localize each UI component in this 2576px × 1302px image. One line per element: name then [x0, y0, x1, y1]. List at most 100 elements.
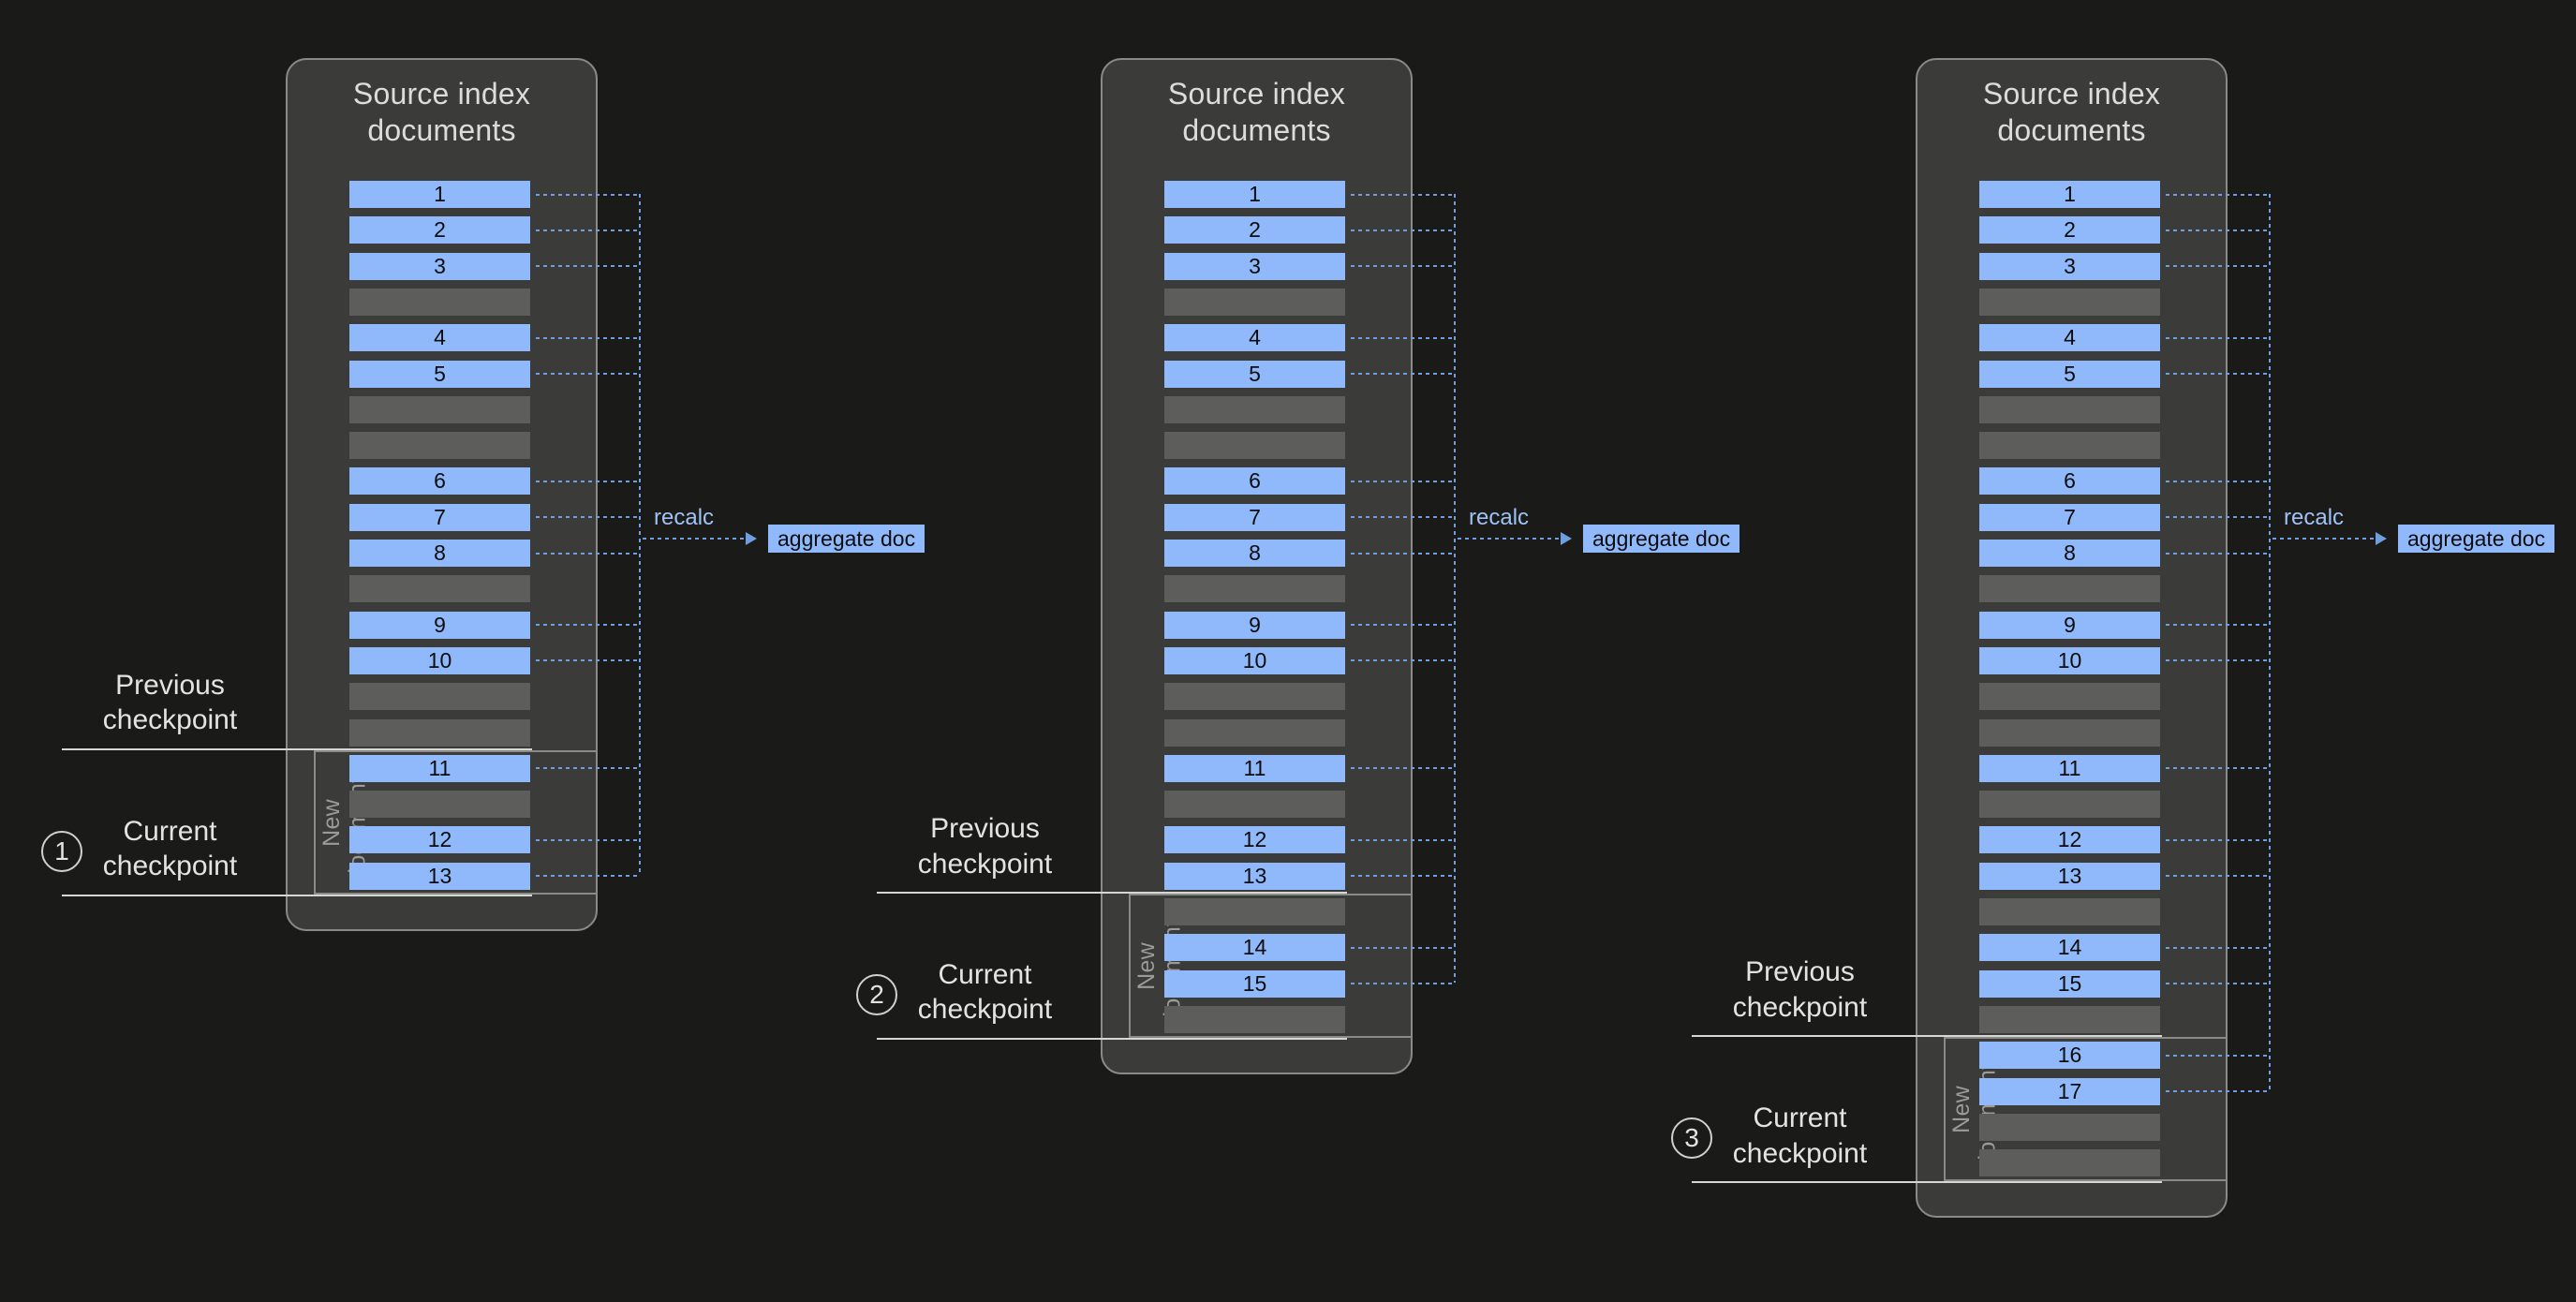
document-row: 2 — [1979, 216, 2160, 244]
empty-row — [1979, 1005, 2160, 1033]
document-row: 13 — [1979, 862, 2160, 890]
document-row: 5 — [349, 360, 530, 388]
connector-line — [2166, 193, 2269, 196]
previous-checkpoint-line-3 — [1692, 1035, 2162, 1038]
connector-line — [2166, 552, 2269, 555]
connector-line — [1351, 624, 1454, 627]
empty-row — [349, 432, 530, 460]
connector-line — [1351, 946, 1454, 949]
document-row: 5 — [1164, 360, 1345, 388]
connector-line — [1351, 373, 1454, 375]
stage-badge-2: 2 — [856, 973, 897, 1015]
connector-bus — [2269, 193, 2271, 1090]
connector-line — [2166, 336, 2269, 339]
connector-line — [1351, 265, 1454, 268]
document-row: 10 — [1164, 646, 1345, 674]
aggregate-doc-box-2: aggregate doc — [1583, 525, 1740, 553]
document-row: 15 — [1164, 969, 1345, 998]
document-row: 10 — [1979, 646, 2160, 674]
recalc-arrow-3 — [2273, 538, 2376, 540]
connector-line — [2166, 946, 2269, 949]
current-checkpoint-label-1: Current checkpoint — [102, 815, 238, 882]
empty-row — [1164, 683, 1345, 711]
connector-bus — [639, 193, 641, 876]
document-row: 4 — [1164, 324, 1345, 352]
connector-line — [1351, 767, 1454, 770]
connector-line — [2166, 480, 2269, 482]
connector-line — [2166, 373, 2269, 375]
empty-row — [1164, 718, 1345, 747]
document-row: 1 — [1979, 181, 2160, 208]
document-row: 3 — [1979, 252, 2160, 280]
current-checkpoint-line-3 — [1692, 1181, 2162, 1184]
recalc-arrow-2 — [1458, 538, 1561, 540]
panel-title-2: Source index documents — [1167, 77, 1346, 148]
connector-line — [1351, 875, 1454, 878]
document-row: 11 — [349, 754, 530, 782]
document-row: 13 — [1164, 862, 1345, 890]
connector-line — [1351, 193, 1454, 196]
document-row: 10 — [349, 646, 530, 674]
current-checkpoint-line-2 — [877, 1037, 1347, 1040]
recalc-arrowhead-2 — [1561, 532, 1572, 545]
connector-line — [1351, 552, 1454, 555]
connector-line — [536, 516, 639, 519]
stage-badge-1: 1 — [41, 830, 82, 872]
previous-checkpoint-label-2: Previous checkpoint — [917, 813, 1053, 880]
aggregate-doc-box-1: aggregate doc — [768, 525, 925, 553]
aggregate-doc-box-3: aggregate doc — [2398, 525, 2555, 553]
empty-row — [1979, 395, 2160, 423]
document-row: 16 — [1979, 1042, 2160, 1070]
document-row: 11 — [1164, 754, 1345, 782]
empty-row — [1164, 791, 1345, 819]
document-row: 17 — [1979, 1077, 2160, 1105]
connector-line — [536, 838, 639, 841]
document-row: 1 — [1164, 181, 1345, 208]
document-row: 9 — [1164, 611, 1345, 639]
connector-line — [1351, 480, 1454, 482]
stage-badge-3: 3 — [1671, 1117, 1712, 1160]
connector-line — [536, 767, 639, 770]
previous-checkpoint-label-3: Previous checkpoint — [1732, 956, 1868, 1023]
document-row: 8 — [1164, 540, 1345, 567]
empty-row — [1164, 898, 1345, 925]
empty-row — [349, 791, 530, 819]
recalc-label-1: recalc — [654, 505, 715, 530]
empty-row — [349, 395, 530, 423]
recalc-arrow-1 — [643, 538, 746, 540]
empty-row — [1979, 683, 2160, 711]
current-checkpoint-line-1 — [62, 894, 532, 896]
document-row: 11 — [1979, 754, 2160, 782]
connector-line — [536, 336, 639, 339]
document-row: 14 — [1979, 934, 2160, 962]
connector-line — [2166, 767, 2269, 770]
connector-line — [536, 265, 639, 268]
previous-checkpoint-line-2 — [877, 892, 1347, 894]
connector-line — [536, 624, 639, 627]
recalc-label-3: recalc — [2284, 505, 2345, 530]
panel-title-1: Source index documents — [352, 77, 531, 148]
connector-line — [536, 480, 639, 482]
connector-line — [2166, 983, 2269, 985]
document-row: 5 — [1979, 360, 2160, 388]
document-row: 7 — [1979, 503, 2160, 531]
connector-line — [536, 373, 639, 375]
empty-row — [349, 575, 530, 603]
connector-line — [2166, 875, 2269, 878]
document-row: 6 — [1979, 467, 2160, 496]
document-row: 4 — [1979, 324, 2160, 352]
empty-row — [1979, 1113, 2160, 1141]
connector-line — [536, 659, 639, 662]
panel-title-3: Source index documents — [1982, 77, 2161, 148]
empty-row — [1164, 575, 1345, 603]
empty-row — [349, 288, 530, 316]
document-row: 1 — [349, 181, 530, 208]
document-row: 9 — [1979, 611, 2160, 639]
empty-row — [1164, 1005, 1345, 1033]
document-row: 4 — [349, 324, 530, 352]
document-row: 8 — [1979, 540, 2160, 567]
document-row: 15 — [1979, 969, 2160, 998]
empty-row — [1979, 718, 2160, 747]
empty-row — [1979, 791, 2160, 819]
connector-line — [1351, 983, 1454, 985]
